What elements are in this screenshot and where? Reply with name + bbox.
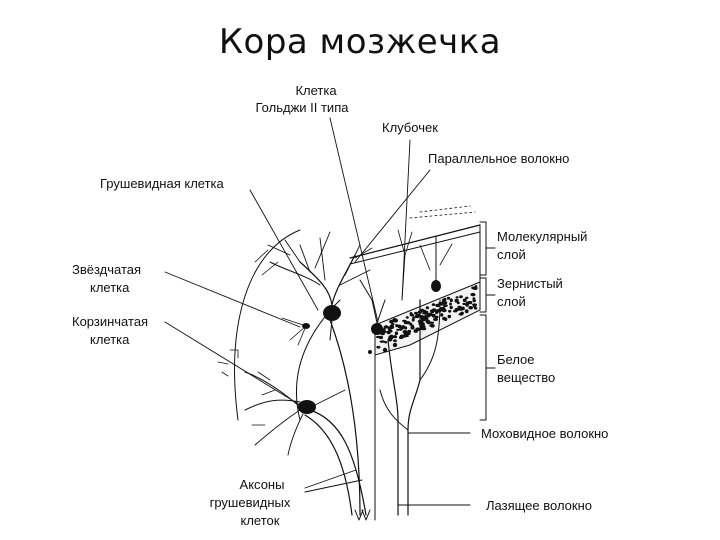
granule-dot <box>459 307 463 310</box>
granule-dot <box>429 324 432 327</box>
granule-dot <box>449 303 452 306</box>
granule-dot <box>422 312 427 315</box>
granule-dot <box>412 316 415 318</box>
granule-dot <box>474 307 477 309</box>
granule-dot <box>463 299 467 303</box>
label-climbing-fiber: Лазящее волокно <box>486 498 592 513</box>
granule-dot <box>448 315 452 318</box>
granule-dot <box>470 293 475 296</box>
granule-dot <box>399 328 403 330</box>
granule-dot <box>410 326 414 330</box>
label-molecular-layer-1: Молекулярный <box>497 229 587 244</box>
molecular-layer-surface <box>350 206 480 264</box>
granule-dot <box>401 326 404 328</box>
granule-dot <box>395 324 398 327</box>
label-granular-layer-2: слой <box>497 294 526 309</box>
label-basket-cell-1: Корзинчатая <box>72 314 148 329</box>
label-glomerulus: Клубочек <box>382 120 438 135</box>
basket-cell <box>218 350 345 455</box>
label-white-matter-1: Белое <box>497 352 535 367</box>
granule-dot <box>433 318 438 321</box>
granule-dot <box>462 303 466 305</box>
granular-layer-block <box>375 282 480 355</box>
label-granular-layer-1: Зернистый <box>497 276 563 291</box>
label-golgi-cell-2: Гольджи II типа <box>256 100 350 115</box>
granule-dot <box>450 298 453 302</box>
granule-dot <box>407 330 411 333</box>
granule-dot <box>460 312 464 315</box>
label-white-matter-2: вещество <box>497 370 555 385</box>
granule-dot <box>379 336 383 339</box>
granule-dot <box>432 308 437 312</box>
granule-dot <box>443 298 446 301</box>
golgi-cell <box>360 280 385 335</box>
granule-dot <box>390 326 394 329</box>
label-purkinje-axons-3: клеток <box>241 513 280 528</box>
label-stellate-cell-1: Звёздчатая <box>72 262 141 277</box>
granule-dot <box>426 321 430 325</box>
granule-dot <box>448 310 451 313</box>
granule-dot <box>427 313 432 317</box>
granule-dot <box>393 335 397 338</box>
granule-dot <box>444 317 447 321</box>
granule-dot <box>432 303 436 306</box>
stellate-cell <box>282 318 310 345</box>
granule-dot <box>421 326 425 328</box>
granule-dot <box>459 295 463 298</box>
granule-dot <box>468 306 473 309</box>
granule-dot <box>426 306 429 309</box>
granule-dot <box>473 288 478 290</box>
granule-dot <box>419 323 424 325</box>
granule-dot <box>410 314 414 317</box>
granule-dot <box>409 323 412 326</box>
label-stellate-cell-2: клетка <box>90 280 130 295</box>
label-purkinje-axons-1: Аксоны <box>240 477 285 492</box>
granule-dot <box>431 314 436 317</box>
granule-dot <box>423 318 427 320</box>
granule-dot <box>414 312 418 315</box>
label-golgi-cell-1: Клетка <box>295 83 337 98</box>
granule-dot <box>393 339 397 342</box>
granule-dot <box>399 336 403 339</box>
granule-dot <box>380 340 385 342</box>
label-parallel-fiber: Параллельное волокно <box>428 151 569 166</box>
label-mossy-fiber: Моховидное волокно <box>481 426 608 441</box>
granule-dot <box>456 296 459 298</box>
granule-dot <box>472 299 476 302</box>
granule-dot <box>453 310 457 312</box>
granule-dot <box>465 309 469 313</box>
granule-dot <box>395 331 398 335</box>
granule-dot <box>403 333 407 337</box>
granule-dot <box>447 297 450 300</box>
label-purkinje-cell: Грушевидная клетка <box>100 176 225 191</box>
granule-dot <box>454 299 458 303</box>
granule-dot <box>386 331 391 333</box>
granule-dot <box>376 346 380 349</box>
granule-dot <box>415 328 420 331</box>
granule-dot <box>416 315 420 317</box>
layer-brackets <box>480 222 495 420</box>
granule-dot <box>443 304 448 307</box>
granule-dot <box>406 316 409 319</box>
granule-dot <box>450 306 453 309</box>
granule-dot <box>440 313 443 317</box>
label-basket-cell-2: клетка <box>90 332 130 347</box>
granule-dot <box>391 323 394 326</box>
label-molecular-layer-2: слой <box>497 247 526 262</box>
label-purkinje-axons-2: грушевидных <box>210 495 291 510</box>
